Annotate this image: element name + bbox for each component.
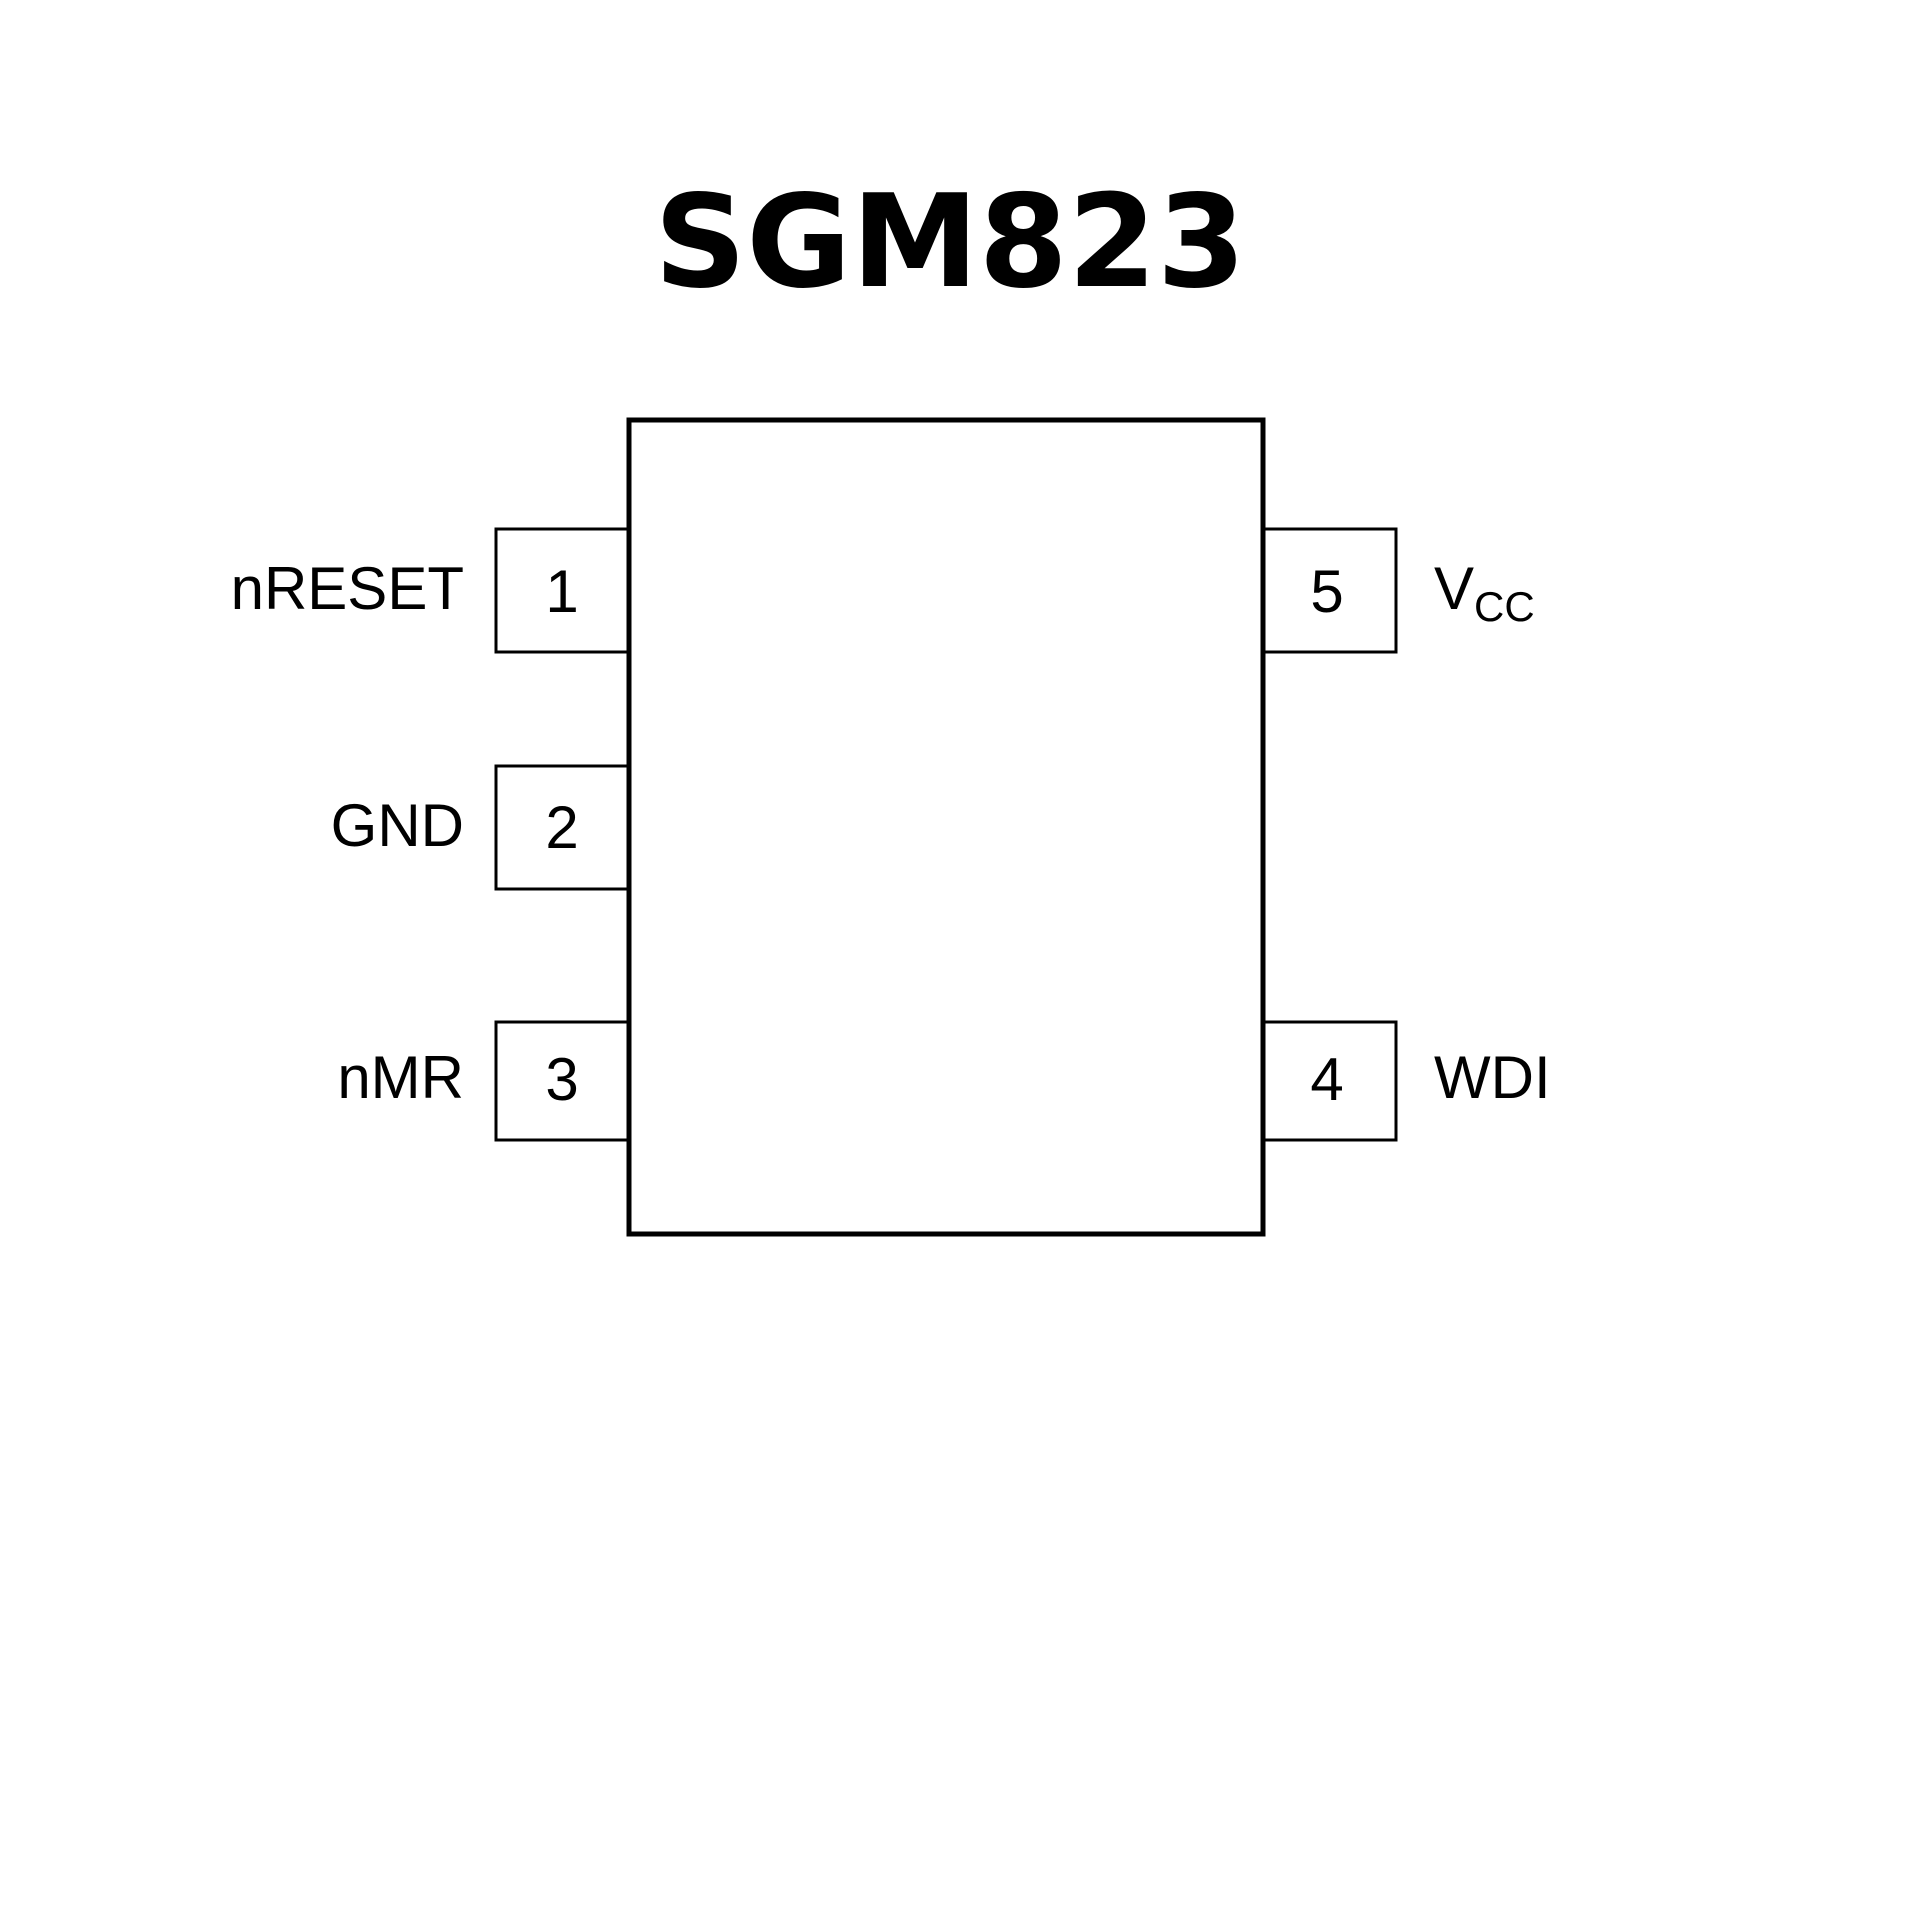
pin-2-label: GND (331, 792, 464, 859)
pin-2-number: 2 (545, 794, 578, 861)
pin-2-box (494, 764, 631, 891)
pin-5-label: VCC (1434, 555, 1535, 630)
pin-4-number: 4 (1310, 1046, 1343, 1113)
pin-5-number: 5 (1310, 558, 1343, 625)
pin-3-box (494, 1020, 631, 1142)
pin-5-label-main: V (1434, 555, 1474, 622)
chip-title: SGM823 (654, 168, 1246, 317)
pin-3-label: nMR (337, 1044, 464, 1111)
pin-1-label: nRESET (231, 555, 464, 622)
pin-5-box (1261, 527, 1398, 654)
pin-4-box (1261, 1020, 1398, 1142)
pin-4-label: WDI (1434, 1044, 1551, 1111)
pin-3-number: 3 (545, 1046, 578, 1113)
pin-1-box (494, 527, 631, 654)
chip-body (626, 417, 1266, 1237)
pin-1-number: 1 (545, 558, 578, 625)
pin-5-label-subscript: CC (1474, 583, 1535, 630)
